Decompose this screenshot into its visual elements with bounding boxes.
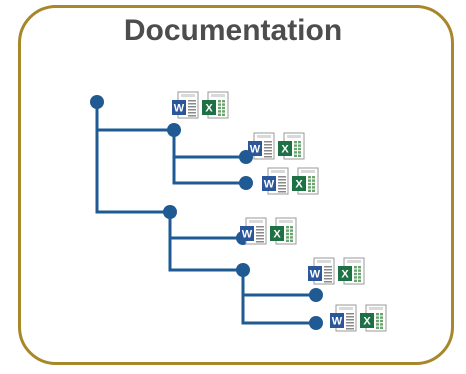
- excel-letter: X: [341, 269, 349, 281]
- panel-title: Documentation: [123, 14, 343, 47]
- word-document-icon[interactable]: W: [240, 217, 267, 245]
- excel-spreadsheet-icon[interactable]: X: [360, 304, 387, 332]
- tree-branch-group1: [172, 128, 248, 185]
- excel-spreadsheet-icon[interactable]: X: [202, 91, 229, 119]
- word-document-icon[interactable]: W: [262, 167, 289, 195]
- excel-letter: X: [205, 103, 213, 115]
- excel-spreadsheet-icon[interactable]: X: [278, 132, 305, 160]
- tree-branch-group3: [241, 268, 318, 325]
- word-document-icon[interactable]: W: [248, 132, 275, 160]
- excel-spreadsheet-icon[interactable]: X: [292, 167, 319, 195]
- word-letter: W: [242, 229, 253, 241]
- tree-branch-root: [95, 100, 172, 214]
- excel-spreadsheet-icon[interactable]: X: [270, 217, 297, 245]
- excel-letter: X: [295, 179, 303, 191]
- tree-node-3-1[interactable]: [309, 288, 323, 302]
- word-document-icon[interactable]: W: [308, 257, 335, 285]
- excel-letter: X: [281, 144, 289, 156]
- tree-node-1-2[interactable]: [239, 176, 253, 190]
- word-document-icon[interactable]: W: [330, 304, 357, 332]
- word-letter: W: [250, 144, 261, 156]
- word-letter: W: [264, 179, 275, 191]
- tree-node-2[interactable]: [163, 205, 177, 219]
- excel-spreadsheet-icon[interactable]: X: [338, 257, 365, 285]
- word-letter: W: [174, 103, 185, 115]
- word-letter: W: [332, 316, 343, 328]
- tree-node-root[interactable]: [90, 95, 104, 109]
- tree-connectors: [95, 100, 318, 325]
- excel-letter: X: [273, 229, 281, 241]
- excel-letter: X: [363, 316, 371, 328]
- word-letter: W: [310, 269, 321, 281]
- tree-node-2-2[interactable]: [236, 263, 250, 277]
- tree-node-3-2[interactable]: [309, 316, 323, 330]
- tree-branch-group2: [168, 210, 245, 272]
- tree-node-1[interactable]: [167, 123, 181, 137]
- word-document-icon[interactable]: W: [172, 91, 199, 119]
